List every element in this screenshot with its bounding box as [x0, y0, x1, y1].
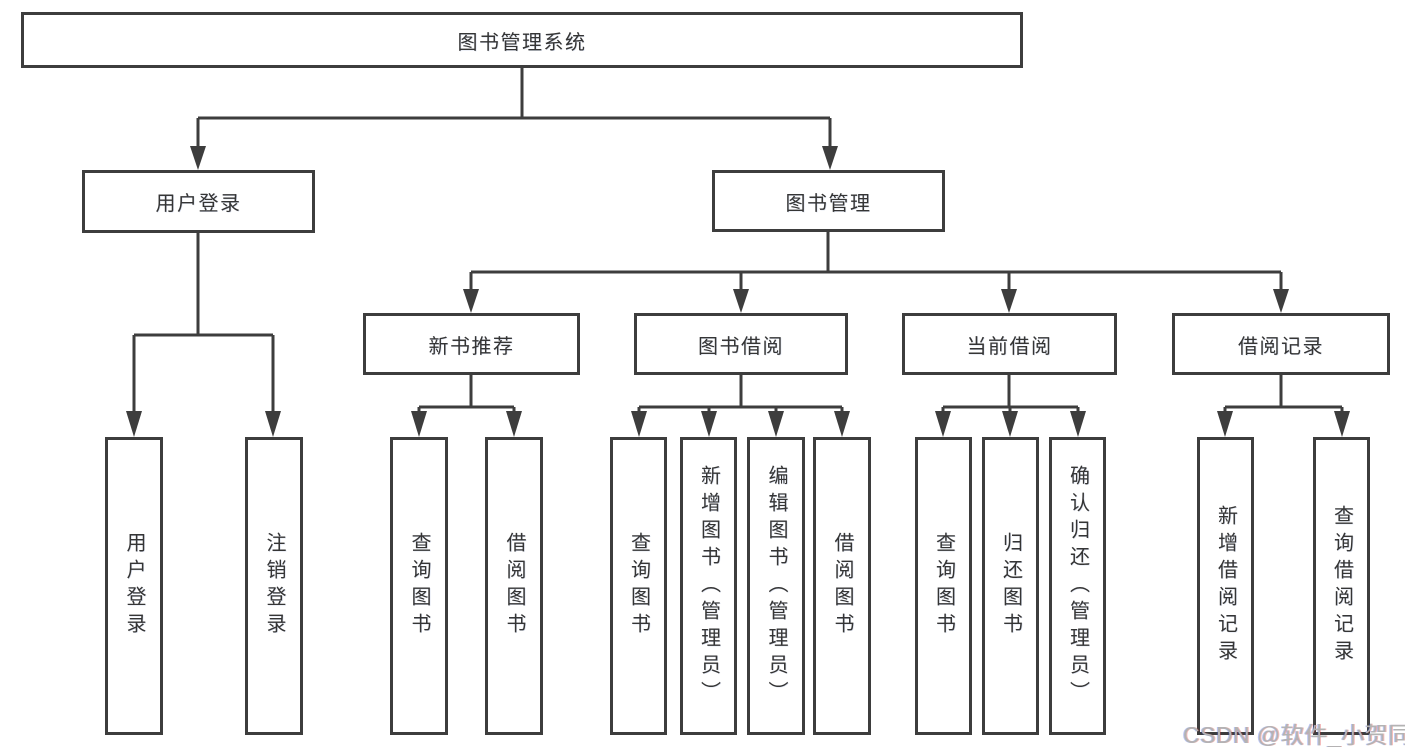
connector-current-borrow-children — [935, 375, 1086, 437]
leaf-user-login: 用户登录 — [105, 437, 163, 735]
node-user-login: 用户登录 — [82, 170, 315, 233]
leaf-user-login-label: 用户登录 — [123, 532, 145, 640]
leaf-logout-label: 注销登录 — [263, 532, 285, 640]
connector-borrow-records-children — [1217, 375, 1350, 437]
leaf-add-books-admin: 新增图书（管理员） — [680, 437, 737, 735]
leaf-edit-books-admin-label: 编辑图书（管理员） — [765, 464, 787, 708]
node-book-management-label: 图书管理 — [785, 192, 872, 215]
leaf-query-books-2-label: 查询图书 — [627, 532, 650, 640]
node-book-borrowing-label: 图书借阅 — [698, 335, 784, 358]
node-borrowing-records: 借阅记录 — [1172, 313, 1390, 375]
node-book-borrowing: 图书借阅 — [634, 313, 848, 375]
node-new-book-recommendation-label: 新书推荐 — [428, 335, 515, 358]
node-root-system: 图书管理系统 — [21, 12, 1023, 68]
leaf-query-books-1-label: 查询图书 — [408, 532, 430, 640]
leaf-edit-books-admin: 编辑图书（管理员） — [747, 437, 805, 735]
leaf-borrow-books-2-label: 借阅图书 — [831, 532, 853, 640]
leaf-add-books-admin-label: 新增图书（管理员） — [697, 464, 720, 708]
connector-new-book-rec-children — [411, 375, 522, 437]
leaf-query-books-3-label: 查询图书 — [932, 532, 955, 640]
leaf-query-borrow-record-label: 查询借阅记录 — [1330, 505, 1353, 667]
leaf-query-books-2: 查询图书 — [610, 437, 667, 735]
leaf-add-borrow-record: 新增借阅记录 — [1197, 437, 1254, 735]
csdn-watermark: CSDN @软件_小贺同学 — [1183, 722, 1405, 747]
node-new-book-recommendation: 新书推荐 — [363, 313, 580, 375]
leaf-confirm-return-admin-label: 确认归还（管理员） — [1066, 464, 1089, 708]
node-root-label: 图书管理系统 — [457, 31, 587, 54]
node-current-borrowing-label: 当前借阅 — [966, 335, 1053, 358]
leaf-query-borrow-record: 查询借阅记录 — [1313, 437, 1370, 735]
leaf-add-borrow-record-label: 新增借阅记录 — [1214, 505, 1237, 667]
leaf-borrow-books-1: 借阅图书 — [485, 437, 543, 735]
node-current-borrowing: 当前借阅 — [902, 313, 1117, 375]
connector-user-login-children — [126, 233, 281, 437]
connector-root-to-level2 — [190, 68, 838, 170]
leaf-query-books-3: 查询图书 — [915, 437, 972, 735]
leaf-borrow-books-1-label: 借阅图书 — [503, 532, 525, 640]
connector-book-mgmt-children — [463, 232, 1289, 313]
node-user-login-label: 用户登录 — [155, 193, 242, 215]
node-book-management: 图书管理 — [712, 170, 945, 232]
connector-book-borrow-children — [631, 375, 850, 437]
leaf-return-books: 归还图书 — [982, 437, 1039, 735]
leaf-return-books-label: 归还图书 — [999, 532, 1022, 640]
leaf-query-books-1: 查询图书 — [390, 437, 448, 735]
leaf-confirm-return-admin: 确认归还（管理员） — [1049, 437, 1106, 735]
node-borrowing-records-label: 借阅记录 — [1238, 335, 1324, 358]
leaf-logout: 注销登录 — [245, 437, 303, 735]
leaf-borrow-books-2: 借阅图书 — [813, 437, 871, 735]
